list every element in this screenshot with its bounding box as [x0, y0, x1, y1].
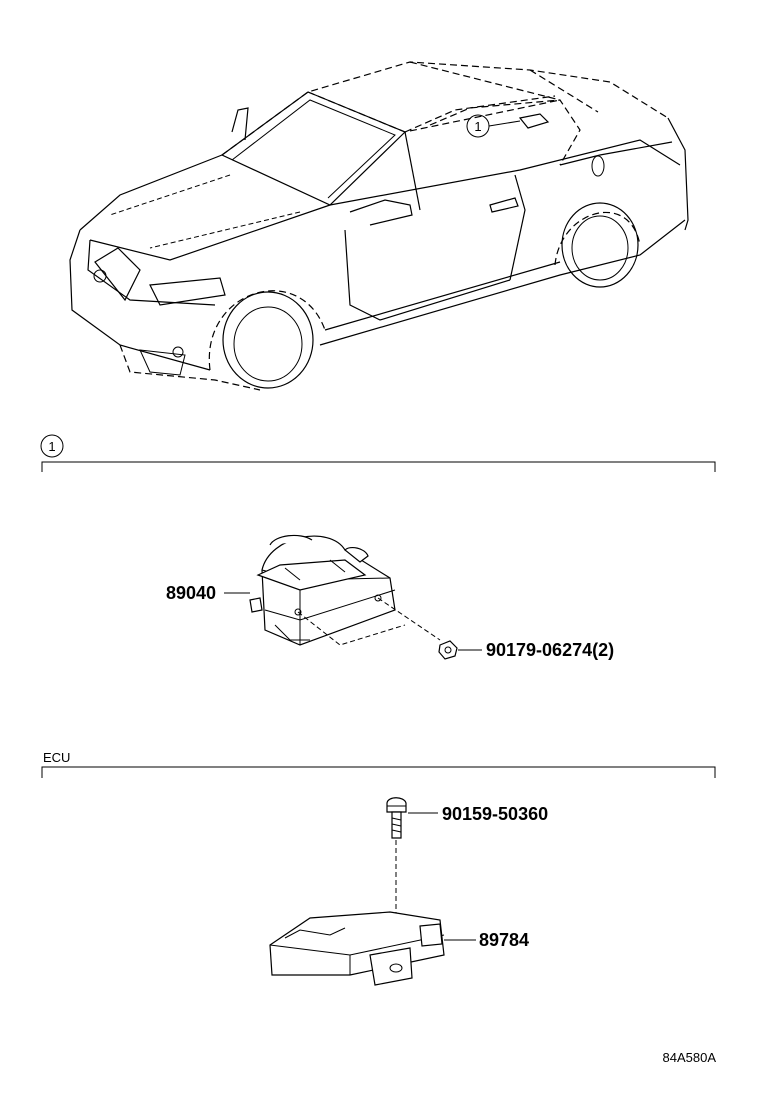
- part-number-89040: 89040: [166, 583, 216, 603]
- section1-header: 1: [40, 434, 716, 472]
- label-89784: 89784: [444, 930, 529, 950]
- ecu-section-header: ECU: [41, 750, 716, 778]
- part-number-89784: 89784: [479, 930, 529, 950]
- car-callout-number: 1: [474, 119, 481, 134]
- ecu-section-label: ECU: [43, 750, 70, 765]
- part-89040-sensor: [249, 534, 441, 646]
- part-number-90179: 90179-06274(2): [486, 640, 614, 660]
- part-90179-nut: [438, 640, 458, 660]
- label-90159: 90159-50360: [408, 804, 548, 824]
- car-callout-marker: 1: [466, 114, 521, 138]
- label-89040: 89040: [166, 583, 250, 603]
- section1-number: 1: [48, 439, 55, 454]
- label-90179: 90179-06274(2): [458, 640, 614, 660]
- part-89784-ecu: [269, 911, 445, 986]
- figure-code: 84A580A: [663, 1050, 717, 1065]
- part-number-90159: 90159-50360: [442, 804, 548, 824]
- car-illustration: [69, 61, 689, 391]
